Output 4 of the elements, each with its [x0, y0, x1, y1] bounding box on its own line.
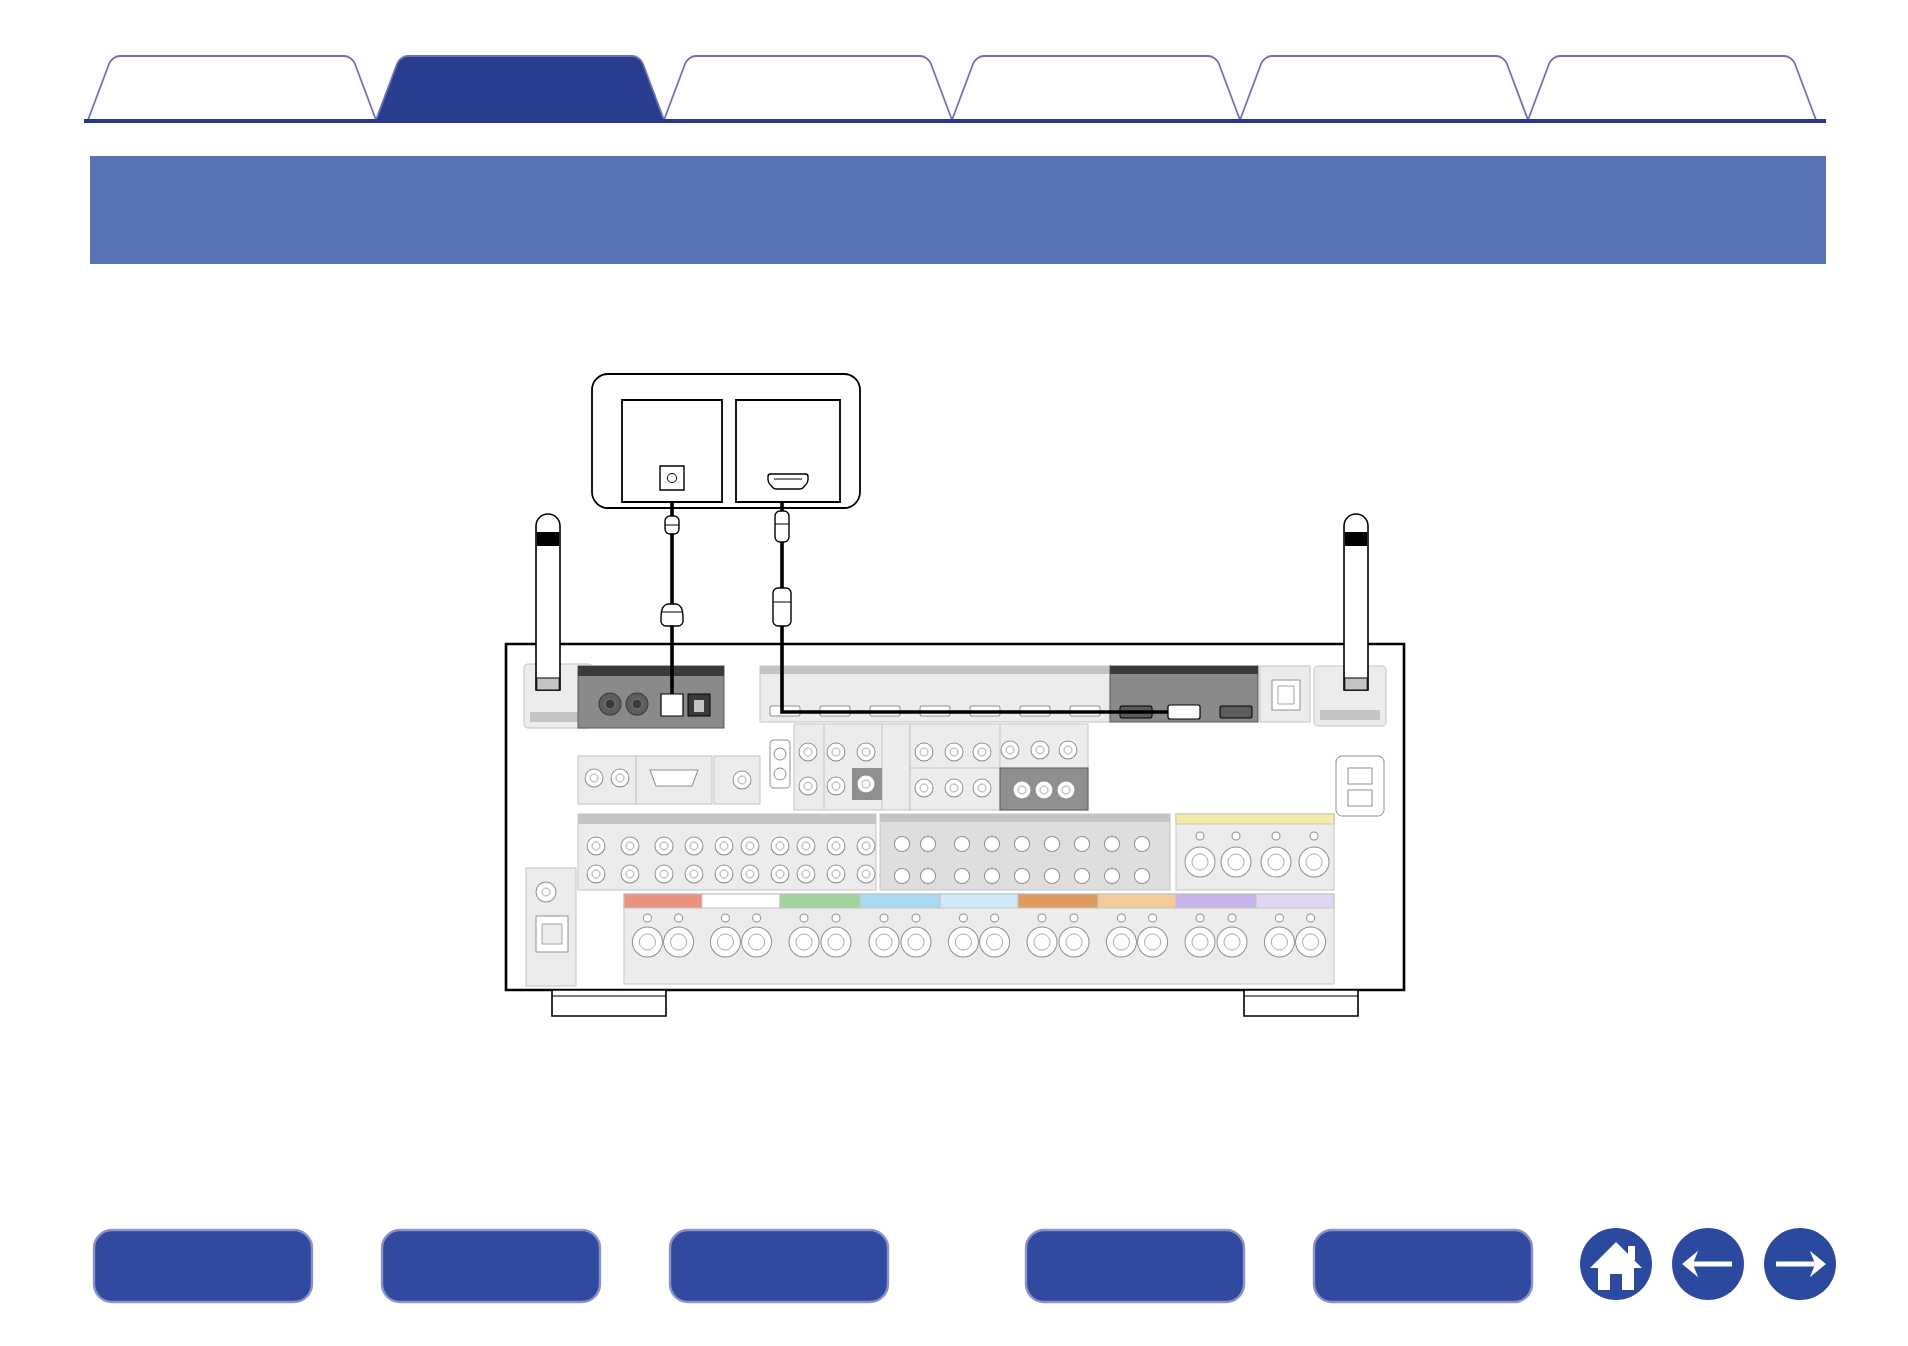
cable — [780, 502, 1168, 714]
port-box — [621, 399, 723, 503]
cable — [670, 502, 674, 694]
port-box — [735, 399, 841, 503]
